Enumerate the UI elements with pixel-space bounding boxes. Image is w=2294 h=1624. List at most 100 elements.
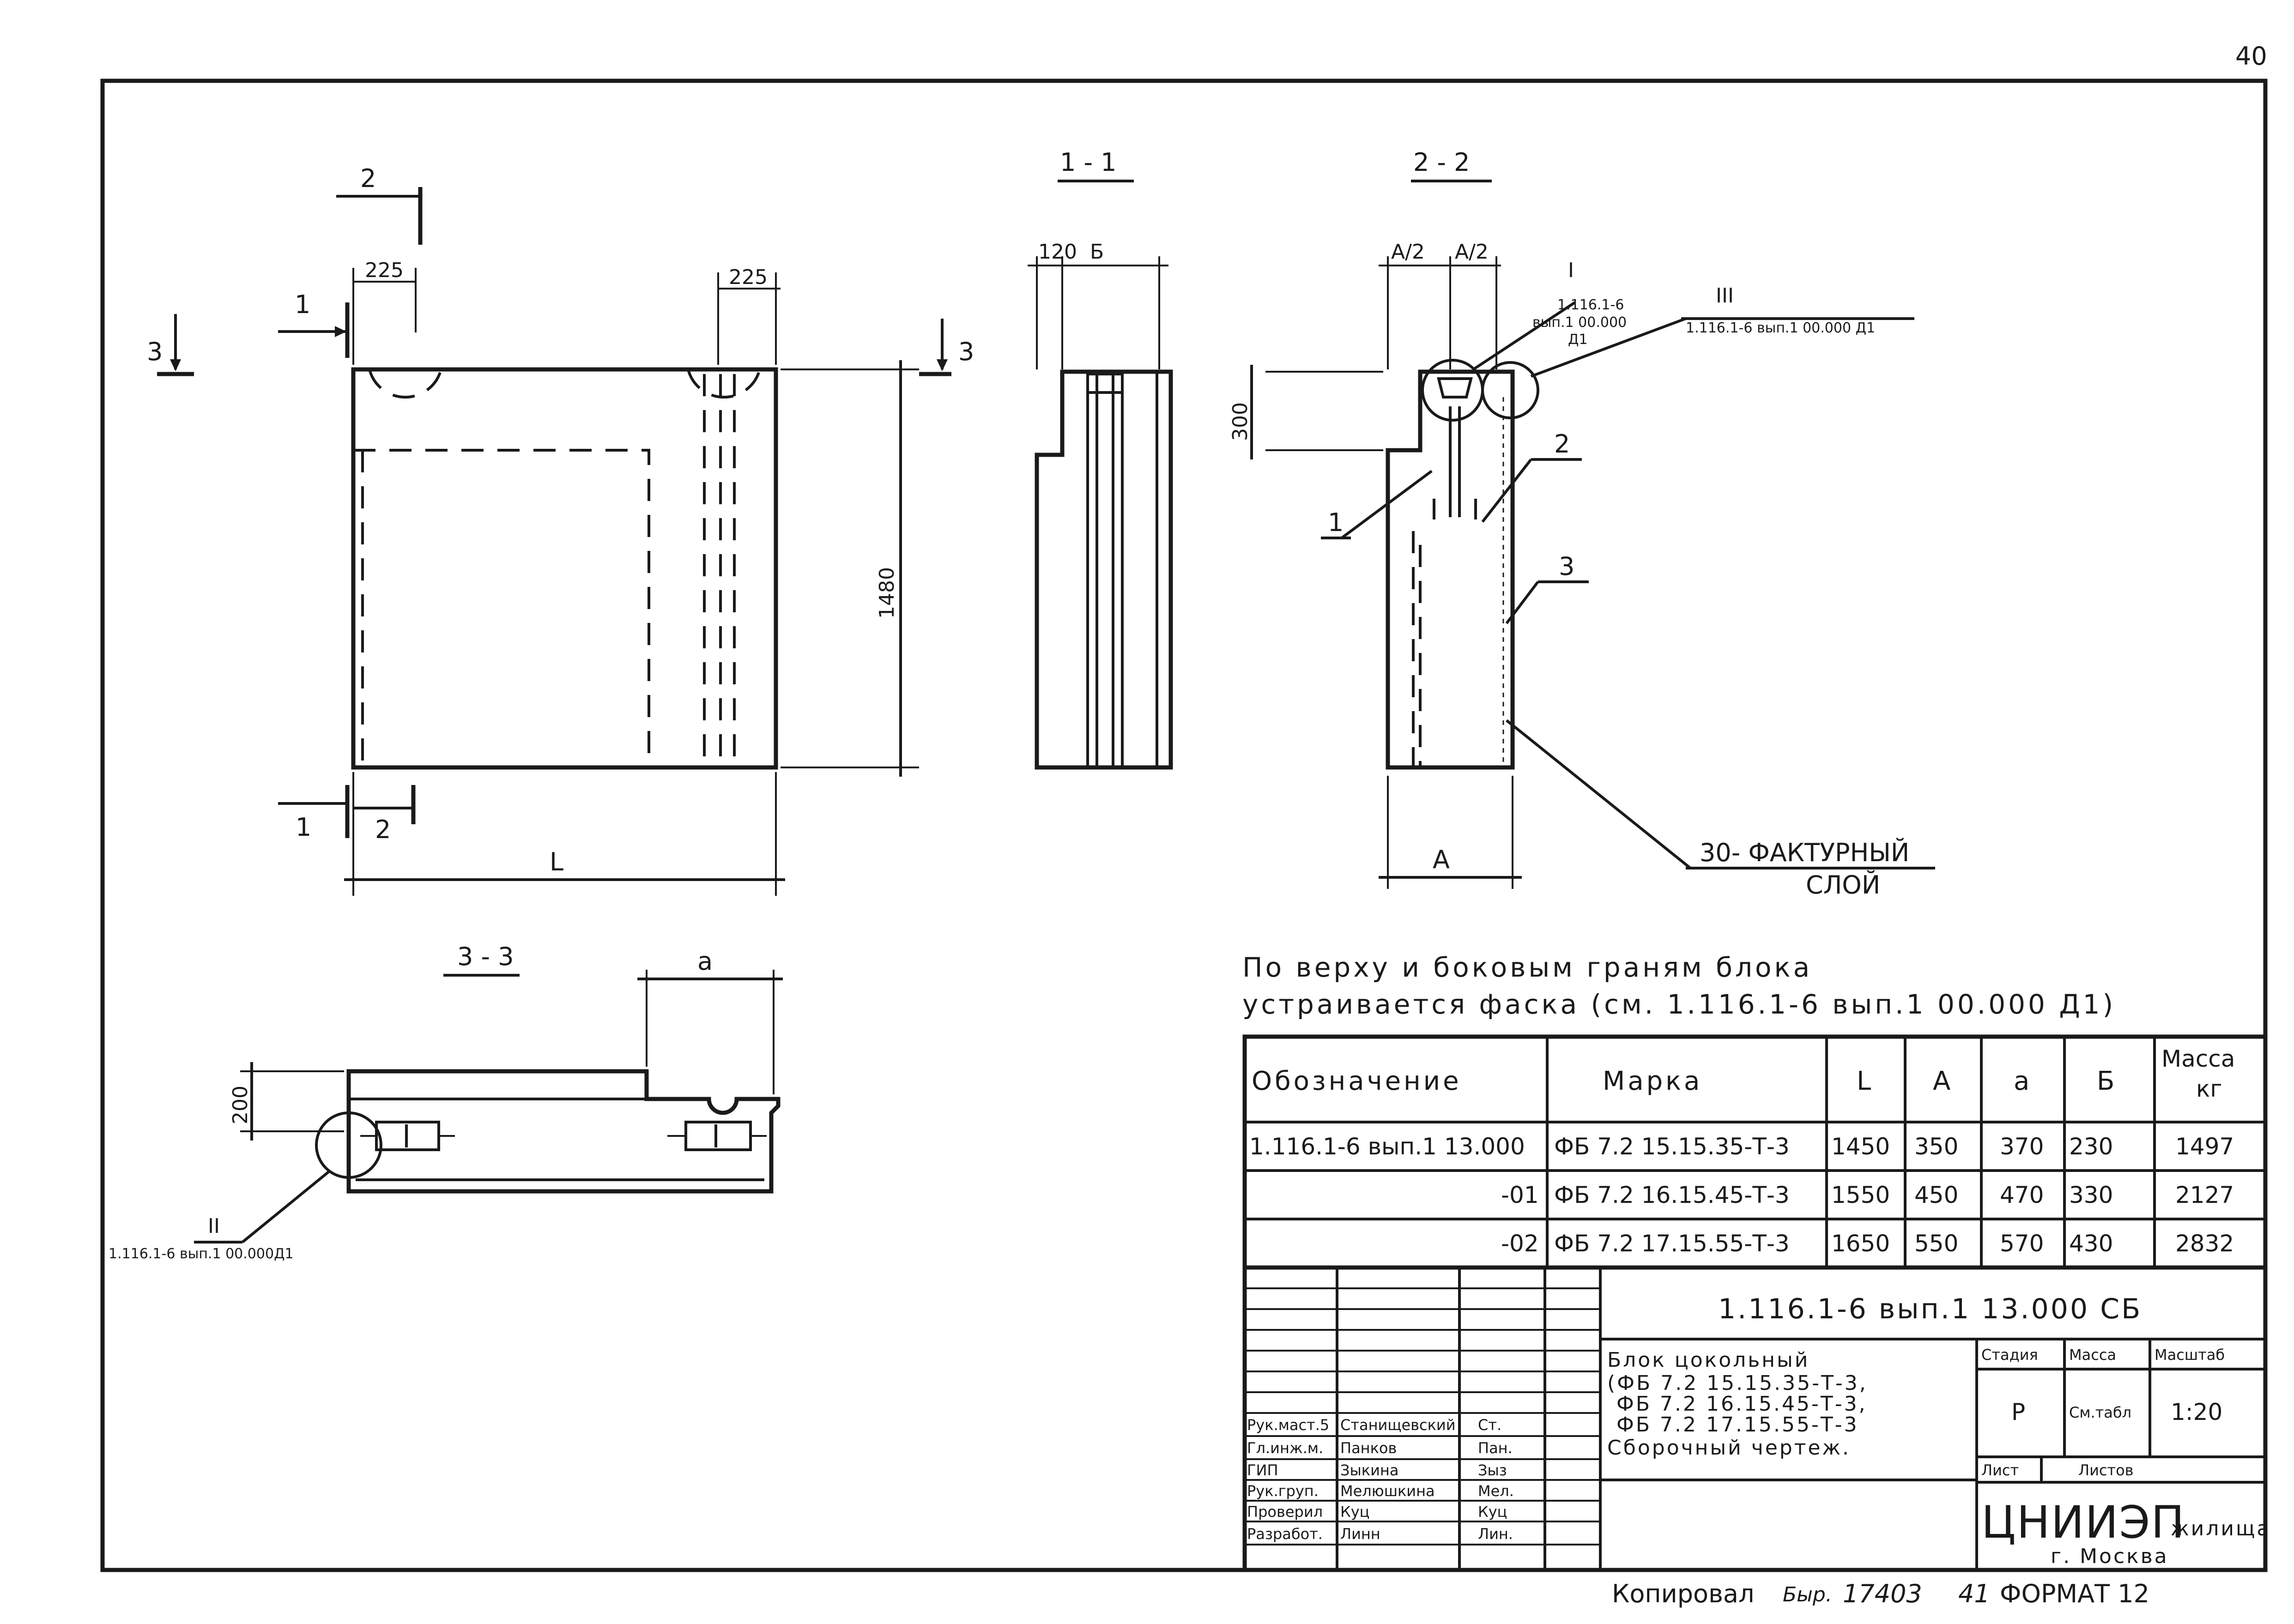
dim-half-right: A/2 — [1455, 240, 1489, 264]
dim-section-1-1-a: 120 — [1038, 240, 1077, 264]
header-a-lower: a — [2014, 1066, 2032, 1096]
svg-text:Лин.: Лин. — [1478, 1525, 1513, 1543]
section-1-marker-bottom: 1 — [296, 813, 311, 842]
svg-text:Зыкина: Зыкина — [1340, 1461, 1398, 1479]
layer-label-line1: 30- ФАКТУРНЫЙ — [1700, 838, 1909, 867]
section-2-marker: 2 — [360, 164, 376, 193]
header-a-upper: A — [1933, 1066, 1953, 1096]
svg-text:Мелюшкина: Мелюшкина — [1340, 1482, 1435, 1500]
svg-text:230: 230 — [2069, 1133, 2113, 1160]
svg-text:570: 570 — [2000, 1230, 2044, 1257]
stage-value: Р — [2011, 1399, 2025, 1425]
dim-height: 1480 — [875, 567, 899, 619]
stage-label: Стадия — [1981, 1346, 2038, 1364]
copied-label: Копировал — [1612, 1579, 1755, 1608]
svg-text:Куц: Куц — [1340, 1503, 1369, 1521]
section-1-1-outline — [1035, 369, 1173, 770]
callout-circle-II — [315, 1111, 382, 1179]
dim-section-3-3-a: a — [697, 947, 713, 976]
svg-text:Линн: Линн — [1340, 1525, 1380, 1543]
dim-right-groove: 225 — [729, 266, 768, 289]
svg-text:Рук.груп.: Рук.груп. — [1247, 1482, 1319, 1500]
callout-I-roman: I — [1568, 259, 1574, 282]
format-label: ФОРМАТ 12 — [2000, 1579, 2149, 1608]
note-line-2: устраивается фаска (см. 1.116.1-6 вып.1 … — [1242, 989, 2116, 1020]
sheet-frame — [100, 78, 2268, 1572]
front-view: 2 1 1 2 3 3 225 225 1 — [147, 164, 974, 896]
section-2-marker-bottom: 2 — [375, 815, 391, 844]
position-3: 3 — [1559, 552, 1574, 581]
svg-text:350: 350 — [1914, 1133, 1958, 1160]
note-line-1: По верху и боковым граням блока — [1242, 952, 1812, 983]
section-3-marker: 3 — [147, 337, 163, 366]
svg-text:550: 550 — [1914, 1230, 1958, 1257]
section-3-marker-right: 3 — [958, 337, 974, 366]
header-mark: Марка — [1603, 1066, 1702, 1096]
svg-text:470: 470 — [2000, 1182, 2044, 1208]
table-row: -02 ФБ 7.2 17.15.55-Т-3 1650 550 570 430… — [1501, 1230, 2234, 1257]
section-1-1: 1 - 1 120 Б — [1028, 148, 1173, 770]
svg-text:ФБ 7.2 15.15.35-Т-3: ФБ 7.2 15.15.35-Т-3 — [1554, 1133, 1790, 1160]
svg-text:1550: 1550 — [1831, 1182, 1890, 1208]
copy-number: 17403 — [1843, 1579, 1922, 1608]
svg-text:Гл.инж.м.: Гл.инж.м. — [1247, 1439, 1323, 1457]
title-line-5: Сборочный чертеж. — [1607, 1436, 1851, 1460]
position-2: 2 — [1554, 429, 1570, 459]
signature-row: Проверил Куц Куц — [1247, 1503, 1507, 1521]
svg-text:1.116.1-6 вып.1 13.000: 1.116.1-6 вып.1 13.000 — [1249, 1133, 1525, 1160]
svg-text:1497: 1497 — [2175, 1133, 2234, 1160]
svg-text:Станищевский: Станищевский — [1340, 1416, 1456, 1434]
callout-III-roman: III — [1716, 284, 1734, 308]
copy-extra: 41 — [1958, 1579, 1990, 1608]
svg-text:1450: 1450 — [1831, 1133, 1890, 1160]
svg-text:Панков: Панков — [1340, 1439, 1397, 1457]
title-line-3: ФБ 7.2 16.15.45-Т-3, — [1616, 1392, 1867, 1416]
svg-text:Рук.маст.5: Рук.маст.5 — [1247, 1416, 1329, 1434]
signature-row: Гл.инж.м. Панков Пан. — [1247, 1439, 1513, 1457]
svg-text:330: 330 — [2069, 1182, 2113, 1208]
callout-II-ref: 1.116.1-6 вып.1 00.000Д1 — [109, 1246, 294, 1262]
page-number: 40 — [2235, 42, 2267, 71]
table-row: -01 ФБ 7.2 16.15.45-Т-3 1550 450 470 330… — [1501, 1182, 2234, 1208]
section-3-3: 3 - 3 a 200 II 1.116.1-6 вып.1 00.000Д1 — [109, 942, 783, 1262]
svg-text:450: 450 — [1914, 1182, 1958, 1208]
sheet-label: Лист — [1981, 1461, 2019, 1479]
callout-I-ref2: вып.1 00.000 — [1532, 314, 1627, 331]
copied-sign: Быр. — [1783, 1583, 1832, 1606]
title-line-2: (ФБ 7.2 15.15.35-Т-3, — [1607, 1371, 1868, 1395]
dim-section-1-1-b: Б — [1090, 240, 1104, 264]
signature-row: ГИП Зыкина Зыз — [1247, 1461, 1507, 1479]
sheets-label: Листов — [2078, 1461, 2134, 1479]
section-1-marker: 1 — [295, 290, 310, 319]
svg-text:Ст.: Ст. — [1478, 1416, 1501, 1434]
org-city: г. Москва — [2051, 1545, 2169, 1568]
svg-text:2127: 2127 — [2175, 1182, 2234, 1208]
header-designation: Обозначение — [1252, 1066, 1462, 1096]
section-1-1-title: 1 - 1 — [1060, 148, 1117, 177]
header-l: L — [1857, 1066, 1874, 1096]
callout-I-ref3: Д1 — [1568, 332, 1588, 348]
header-mass: Масса — [2161, 1045, 2235, 1072]
org-suffix: жилища — [2171, 1517, 2271, 1540]
document-code: 1.116.1-6 вып.1 13.000 СБ — [1718, 1293, 2142, 1325]
section-2-2: 2 - 2 A/2 A/2 300 A I 1.116.1-6 вып.1 — [1229, 148, 1935, 900]
svg-text:-02: -02 — [1501, 1230, 1539, 1257]
dim-width: A — [1433, 845, 1450, 874]
svg-text:-01: -01 — [1501, 1182, 1539, 1208]
svg-text:370: 370 — [2000, 1133, 2044, 1160]
table-row: 1.116.1-6 вып.1 13.000 ФБ 7.2 15.15.35-Т… — [1249, 1133, 2234, 1160]
signature-row: Разработ. Линн Лин. — [1247, 1525, 1513, 1543]
title-line-1: Блок цокольный — [1607, 1348, 1810, 1372]
header-b: Б — [2097, 1066, 2117, 1096]
layer-label-line2: СЛОЙ — [1806, 870, 1880, 900]
dim-left-groove: 225 — [365, 259, 404, 282]
title-block: Рук.маст.5 Станищевский Ст. Гл.инж.м. Па… — [1242, 1265, 2271, 1572]
position-1: 1 — [1328, 508, 1344, 537]
svg-text:430: 430 — [2069, 1230, 2113, 1257]
signature-row: Рук.груп. Мелюшкина Мел. — [1247, 1482, 1514, 1500]
callout-circle-III — [1481, 361, 1539, 419]
scale-label: Масштаб — [2155, 1346, 2225, 1364]
svg-text:Мел.: Мел. — [1478, 1482, 1514, 1500]
spec-table: Обозначение Марка L A a Б Масса кг 1.116… — [1242, 1034, 2268, 1270]
inner-cavity — [353, 449, 650, 767]
